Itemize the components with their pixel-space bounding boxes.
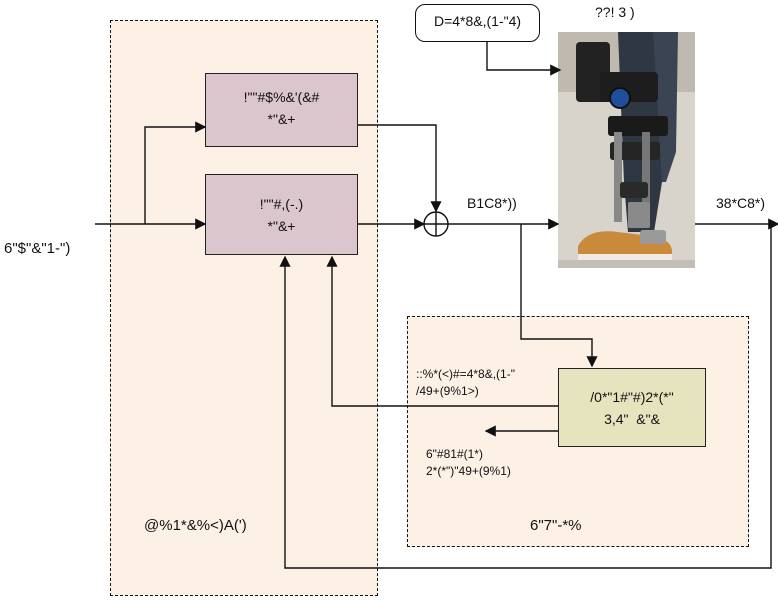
leg-orthosis-photo	[558, 32, 695, 268]
lower-output-label-2: 2*(*")"49+(9%1)	[426, 464, 511, 478]
callout-text: D=4*8&,(1-"4)	[433, 13, 522, 29]
left-region-label: @%1*&%<)A(')	[144, 517, 247, 534]
lower-output-label-1: 6"#81#(1*)	[426, 447, 483, 461]
mid-controller-block	[205, 174, 358, 255]
estimator-label-1: /0*"1#"#)2*(*"	[590, 389, 674, 405]
estimator-block	[558, 368, 706, 447]
top-block-label-1: !""#$%&'(&#	[243, 89, 320, 105]
estimator-label-2: 3,4" &"&	[604, 411, 660, 427]
sum-output-label: B1C8*))	[467, 195, 517, 211]
top-controller-block	[205, 73, 358, 147]
input-label: 6"$"&"1-")	[4, 240, 71, 257]
top-block-label-2: *"&+	[267, 111, 296, 127]
mid-block-label-2: *"&+	[267, 218, 296, 234]
device-output-label: 38*C8*)	[716, 195, 766, 211]
mid-block-label-1: !""#,(-.)	[259, 196, 304, 212]
device-title: ??! 3 )	[595, 4, 635, 20]
feedback-label-1: ::%*(<)#=4*8&,(1-"	[416, 367, 515, 381]
feedback-label-2: /49+(9%1>)	[416, 384, 479, 398]
right-region-label: 6"7"-*%	[530, 517, 582, 534]
callout-box	[415, 4, 540, 42]
orthosis-illustration	[558, 32, 695, 268]
summing-junction-icon	[423, 211, 449, 237]
